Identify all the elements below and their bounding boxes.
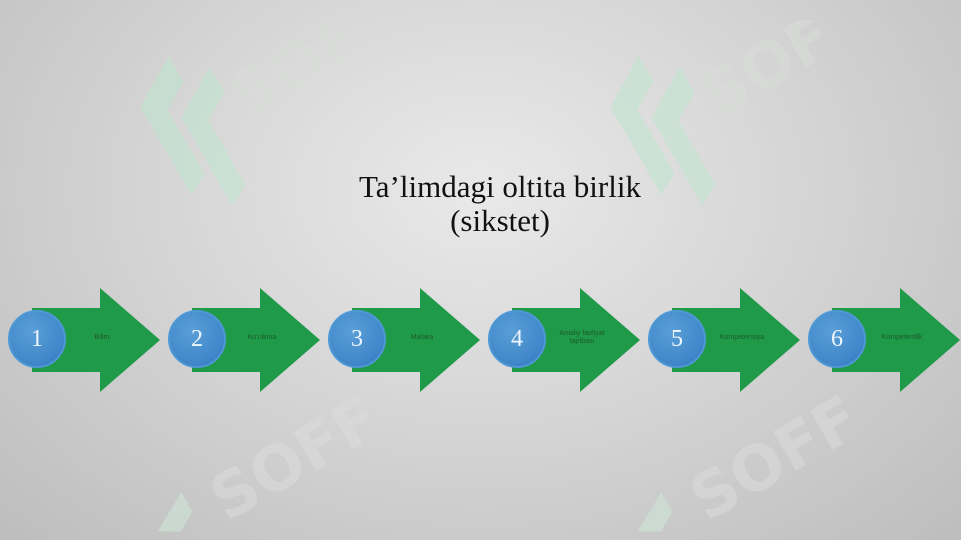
step-3: 3 Malaka <box>322 288 482 392</box>
slide-title: Ta’limdagi oltita birlik (sikstet) <box>250 170 750 238</box>
step-6: 6 Kompetentlik <box>802 288 961 392</box>
step-5: 5 Kompetensiya <box>642 288 802 392</box>
title-line-2: (sikstet) <box>450 203 550 238</box>
step-label: Amaliy faoliyat tajribasi <box>559 330 605 345</box>
step-4: 4 Amaliy faoliyat tajribasi <box>482 288 642 392</box>
arrow-shape <box>512 288 640 392</box>
step-1: 1 Bilim <box>2 288 162 392</box>
svg-text:SOFF: SOFF <box>198 381 370 535</box>
arrow-shape <box>352 288 480 392</box>
step-2: 2 Ko‘nikma <box>162 288 322 392</box>
arrow-shape <box>32 288 160 392</box>
svg-text:SOFF: SOFF <box>688 20 820 132</box>
step-number-circle: 6 <box>808 310 866 368</box>
step-number-circle: 1 <box>8 310 66 368</box>
step-label: Ko‘nikma <box>247 334 277 341</box>
arrow-shape <box>832 288 960 392</box>
arrow-shape <box>672 288 800 392</box>
step-label: Kompetentlik <box>881 334 923 341</box>
arrow-shape <box>192 288 320 392</box>
svg-text:SOFF: SOFF <box>678 381 850 535</box>
step-label: Kompetensiya <box>719 334 765 341</box>
step-label: Bilim <box>94 334 110 341</box>
step-number-circle: 4 <box>488 310 546 368</box>
watermark-logo-bottom-right: SOFF <box>620 380 850 540</box>
step-number-circle: 5 <box>648 310 706 368</box>
watermark-text: SOFF <box>218 20 350 132</box>
watermark-logo-bottom-left: SOFF <box>140 380 370 540</box>
title-line-1: Ta’limdagi oltita birlik <box>359 169 641 204</box>
step-number-circle: 2 <box>168 310 226 368</box>
step-number-circle: 3 <box>328 310 386 368</box>
step-label: Malaka <box>410 334 434 341</box>
